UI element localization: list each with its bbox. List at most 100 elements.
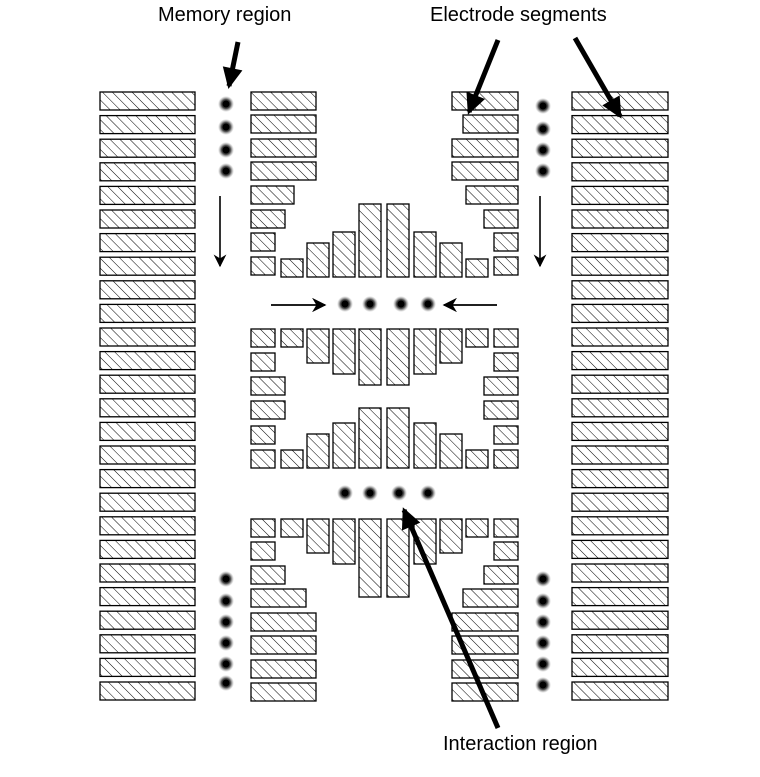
electrode-segments (99, 91, 669, 702)
inner-rail-left-segment (250, 565, 286, 585)
island-side-electrode (250, 376, 286, 396)
outer-rail-left-segment (99, 256, 196, 276)
inner-rail-left-segment (250, 635, 317, 655)
interaction-callout-arrow-icon-head (401, 507, 421, 531)
outer-rail-left-segment (99, 586, 196, 607)
junction-electrode (386, 518, 410, 598)
outer-rail-right-segment (571, 539, 669, 560)
outer-rail-left-segment (99, 232, 196, 253)
outer-rail-right-segment (571, 657, 669, 678)
electrode-segments-label: Electrode segments (430, 4, 607, 26)
inner-rail-right-segment (493, 541, 519, 561)
outer-rail-left-segment (99, 539, 196, 560)
outer-rail-right-segment (571, 610, 669, 630)
ion-core (424, 300, 432, 308)
outer-rail-left-segment (99, 398, 196, 418)
outer-rail-left-segment (99, 421, 196, 442)
island-side-electrode (250, 400, 286, 420)
junction-electrode (306, 328, 330, 364)
outer-rail-left-segment (99, 634, 196, 654)
outer-rail-left-segment (99, 209, 196, 229)
outer-rail-left-segment (99, 374, 196, 394)
ion-core (222, 660, 230, 668)
inner-rail-right-segment (451, 138, 519, 158)
outer-rail-left-segment (99, 445, 196, 465)
ion-core (222, 618, 230, 626)
outer-rail-left-segment (99, 162, 196, 182)
outer-rail-left-segment (99, 91, 196, 111)
outer-rail-right-segment (571, 681, 669, 701)
island-side-electrode (493, 328, 519, 348)
island-side-electrode (250, 425, 276, 445)
ion-core (366, 300, 374, 308)
outer-rail-left-segment (99, 468, 196, 489)
arrows (213, 36, 623, 729)
ion-core (539, 167, 547, 175)
outer-rail-right-segment (571, 138, 669, 158)
ion-core (222, 597, 230, 605)
inner-rail-right-segment (483, 565, 519, 585)
junction-electrode (332, 422, 356, 469)
inner-rail-right-segment (451, 161, 519, 181)
junction-electrode (332, 518, 356, 565)
inner-rail-right-segment (493, 256, 519, 276)
junction-electrode (413, 231, 437, 278)
inner-rail-right-segment (462, 114, 519, 134)
junction-electrode (306, 518, 330, 554)
island-side-electrode (493, 352, 519, 372)
outer-rail-right-segment (571, 421, 669, 442)
inner-rail-left-segment (250, 161, 317, 181)
inner-rail-right-segment (462, 588, 519, 608)
inner-rail-left-segment (250, 541, 276, 561)
junction-electrode (280, 449, 304, 469)
outer-rail-right-segment (571, 492, 669, 512)
ion-core (222, 123, 230, 131)
ion-core (222, 575, 230, 583)
island-side-electrode (250, 449, 276, 469)
outer-rail-right-segment (571, 374, 669, 394)
outer-rail-left-segment (99, 610, 196, 630)
junction-electrode (306, 433, 330, 469)
outer-rail-left-segment (99, 327, 196, 347)
junction-electrode (439, 242, 463, 278)
junction-electrode (332, 328, 356, 375)
junction-electrode (280, 328, 304, 348)
outer-rail-right-segment (571, 563, 669, 583)
inner-rail-left-segment (250, 114, 317, 134)
inner-rail-left-segment (250, 659, 317, 679)
outer-rail-left-segment (99, 657, 196, 678)
outer-rail-right-segment (571, 327, 669, 347)
junction-electrode (439, 518, 463, 554)
junction-electrode (386, 203, 410, 278)
junction-electrode (358, 518, 382, 598)
inner-rail-left-segment (250, 256, 276, 276)
ion-core (366, 489, 374, 497)
ion-core (341, 300, 349, 308)
junction-electrode (280, 518, 304, 538)
electrode-callout-arrow-right-icon-head (602, 95, 622, 119)
ion-core (395, 489, 403, 497)
outer-rail-left-segment (99, 303, 196, 324)
junction-electrode (306, 242, 330, 278)
outer-rail-right-segment (571, 232, 669, 253)
inner-rail-right-segment (451, 91, 519, 111)
island-side-electrode (493, 425, 519, 445)
outer-rail-right-segment (571, 303, 669, 324)
outer-rail-right-segment (571, 398, 669, 418)
junction-electrode (439, 433, 463, 469)
interaction-callout-arrow-icon (401, 509, 501, 729)
outer-rail-right-segment (571, 516, 669, 536)
junction-electrode (332, 231, 356, 278)
inner-rail-left-segment (250, 138, 317, 158)
junction-electrode (386, 407, 410, 469)
outer-rail-right-segment (571, 185, 669, 206)
junction-electrode (413, 328, 437, 375)
outer-rail-left-segment (99, 114, 196, 135)
ion-core (222, 100, 230, 108)
outer-rail-left-segment (99, 350, 196, 371)
junction-electrode (358, 407, 382, 469)
outer-rail-right-segment (571, 256, 669, 276)
inner-rail-right-segment (465, 185, 519, 205)
inner-rail-right-segment (451, 635, 519, 655)
